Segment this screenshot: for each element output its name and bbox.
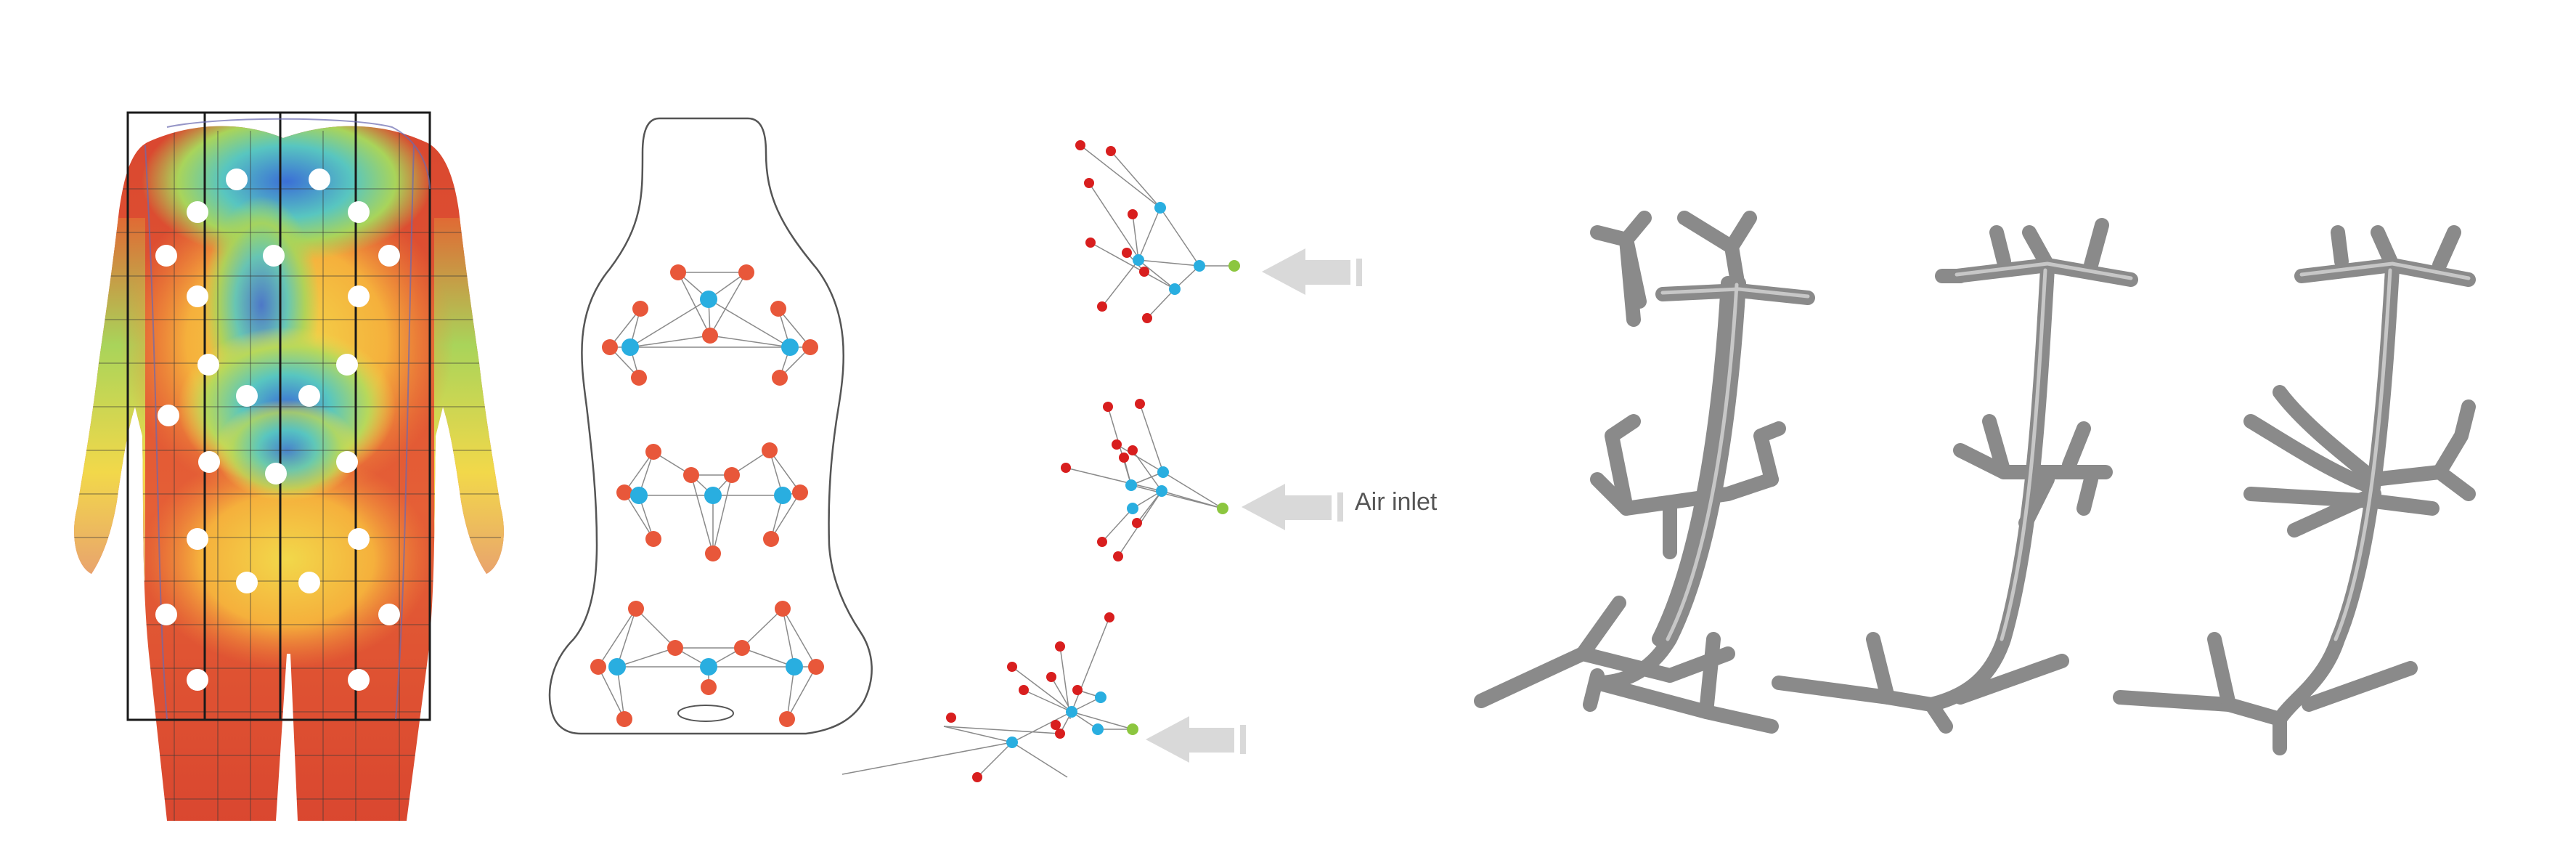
- duct-structure-3: [2113, 225, 2476, 755]
- seat-orange-nodes: [590, 264, 824, 727]
- airflow-network-top: [1075, 140, 1362, 323]
- seat-outline: [548, 117, 873, 735]
- seat-handle: [677, 705, 734, 722]
- duct-structure-2: [1772, 218, 2138, 734]
- duct-structures: [1474, 211, 2476, 755]
- body-heat-map: [74, 111, 504, 822]
- sensor-dots: [155, 169, 400, 691]
- seat-blue-nodes: [608, 291, 803, 676]
- airflow-network-graphs: Air inlet: [841, 140, 1438, 782]
- airflow-network-bottom: [841, 612, 1246, 782]
- airflow-network-middle: Air inlet: [1061, 399, 1438, 561]
- seat-layout-graph: [548, 117, 873, 735]
- air-inlet-label: Air inlet: [1355, 488, 1438, 516]
- air-arrow-top: [1262, 248, 1362, 295]
- air-arrow-bottom: [1146, 716, 1246, 763]
- duct-structure-1: [1474, 211, 1815, 734]
- air-arrow-middle: [1242, 484, 1343, 530]
